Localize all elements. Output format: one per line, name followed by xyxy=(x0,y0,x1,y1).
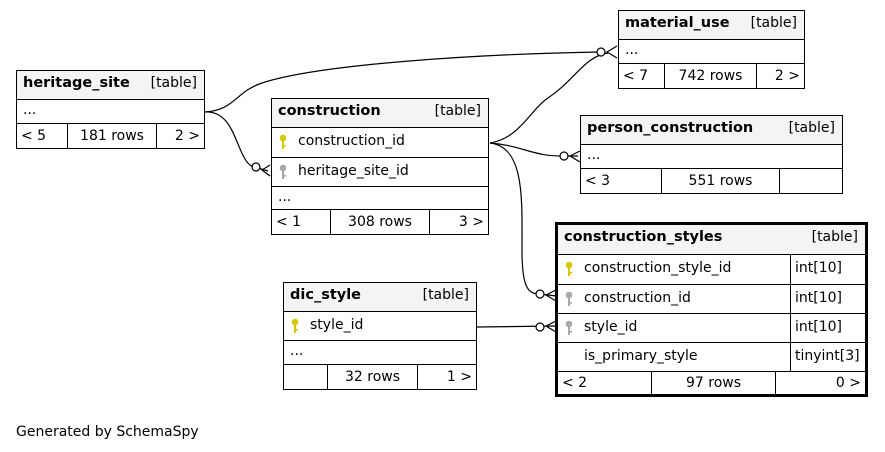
edge-endpoint-circle xyxy=(535,322,545,332)
row-count: 181 rows xyxy=(68,124,157,148)
parents-link[interactable]: < 1 xyxy=(272,210,331,234)
column-type: int[10] xyxy=(790,285,865,313)
table-name: material_use xyxy=(625,15,730,31)
edge-construction-material_use xyxy=(489,52,609,144)
table-kind: [table] xyxy=(788,120,835,136)
table-name: person_construction xyxy=(587,120,754,136)
more-columns-row: ... xyxy=(284,341,476,365)
row-count: 308 rows xyxy=(331,210,430,234)
edge-endpoint-circle xyxy=(535,289,545,299)
table-material-use[interactable]: material_use [table] ... < 7 742 rows 2 … xyxy=(618,10,805,89)
table-dic-style[interactable]: dic_style [table] style_id ... 32 rows 1… xyxy=(283,282,477,390)
parents-link[interactable]: < 2 xyxy=(558,372,652,394)
primary-key-icon xyxy=(279,134,287,149)
foreign-key-icon xyxy=(565,291,573,306)
table-kind: [table] xyxy=(811,229,858,245)
table-header: construction_styles [table] xyxy=(558,225,865,255)
more-columns-row: ... xyxy=(619,40,804,64)
table-kind: [table] xyxy=(750,15,797,31)
table-header: construction [table] xyxy=(272,99,488,128)
crow-foot xyxy=(544,320,557,333)
edge-construction-construction_styles xyxy=(489,142,557,297)
crow-foot xyxy=(568,150,581,163)
more-columns: ... xyxy=(23,102,37,118)
more-columns: ... xyxy=(625,42,639,58)
children-link[interactable]: 3 > xyxy=(458,214,484,230)
column-type: int[10] xyxy=(790,314,865,342)
children-link[interactable]: 2 > xyxy=(174,128,200,144)
children-link[interactable]: 0 > xyxy=(835,375,861,391)
parents-link[interactable]: < 3 xyxy=(581,169,662,193)
crow-foot xyxy=(260,164,271,177)
more-columns-row: ... xyxy=(581,145,842,169)
column-row[interactable]: construction_style_id int[10] xyxy=(558,255,865,285)
stats-row: < 1 308 rows 3 > xyxy=(272,210,488,234)
column-row[interactable]: construction_id xyxy=(272,128,488,158)
stats-row: 32 rows 1 > xyxy=(284,365,476,389)
column-row[interactable]: construction_id int[10] xyxy=(558,285,865,314)
edge-endpoint-circle xyxy=(559,151,569,161)
column-row[interactable]: style_id int[10] xyxy=(558,314,865,343)
column-name: heritage_site_id xyxy=(298,163,409,179)
crow-foot xyxy=(544,289,557,302)
column-name: construction_style_id xyxy=(584,260,732,276)
parents-link[interactable]: < 5 xyxy=(17,124,68,148)
table-person-construction[interactable]: person_construction [table] ... < 3 551 … xyxy=(580,115,843,194)
more-columns: ... xyxy=(290,343,304,359)
table-name: heritage_site xyxy=(23,75,130,91)
stats-row: < 3 551 rows xyxy=(581,169,842,193)
row-count: 97 rows xyxy=(652,372,776,394)
table-construction-styles[interactable]: construction_styles [table] construction… xyxy=(555,222,868,397)
generated-by-footer: Generated by SchemaSpy xyxy=(16,424,199,440)
primary-key-icon xyxy=(291,318,299,333)
crow-foot xyxy=(605,45,618,59)
more-columns: ... xyxy=(587,147,601,163)
table-header: material_use [table] xyxy=(619,11,804,40)
column-row[interactable]: heritage_site_id xyxy=(272,158,488,187)
column-row[interactable]: style_id xyxy=(284,312,476,341)
column-name: style_id xyxy=(310,317,364,333)
table-header: dic_style [table] xyxy=(284,283,476,312)
more-columns: ... xyxy=(278,189,292,205)
column-name: construction_id xyxy=(584,290,691,306)
edge-endpoint-circle xyxy=(251,162,261,172)
table-name: dic_style xyxy=(290,287,362,303)
more-columns-row: ... xyxy=(17,100,204,124)
table-name: construction xyxy=(278,103,381,119)
column-name: style_id xyxy=(584,319,638,335)
table-header: person_construction [table] xyxy=(581,116,842,145)
foreign-key-icon xyxy=(279,164,287,179)
table-header: heritage_site [table] xyxy=(17,71,204,100)
table-heritage-site[interactable]: heritage_site [table] ... < 5 181 rows 2… xyxy=(16,70,205,149)
foreign-key-icon xyxy=(565,320,573,335)
children-link[interactable] xyxy=(780,169,842,193)
edge-heritage_site-construction xyxy=(204,111,269,172)
more-columns-row: ... xyxy=(272,187,488,210)
row-count: 551 rows xyxy=(662,169,780,193)
table-kind: [table] xyxy=(150,75,197,91)
row-count: 32 rows xyxy=(328,365,418,389)
edge-endpoint-circle xyxy=(596,47,606,57)
column-type: int[10] xyxy=(790,255,865,284)
stats-row: < 5 181 rows 2 > xyxy=(17,124,204,148)
table-name: construction_styles xyxy=(564,229,723,245)
children-link[interactable]: 2 > xyxy=(774,68,800,84)
row-count: 742 rows xyxy=(665,64,757,88)
primary-key-icon xyxy=(565,261,573,276)
column-name: is_primary_style xyxy=(584,348,698,364)
column-name: construction_id xyxy=(298,133,405,149)
column-row[interactable]: is_primary_style tinyint[3] xyxy=(558,343,865,372)
column-type: tinyint[3] xyxy=(790,343,865,371)
children-link[interactable]: 1 > xyxy=(446,369,472,385)
table-construction[interactable]: construction [table] construction_id her… xyxy=(271,98,489,235)
table-kind: [table] xyxy=(434,103,481,119)
table-kind: [table] xyxy=(422,287,469,303)
parents-link[interactable]: < 7 xyxy=(619,64,665,88)
edge-heritage_site-material_use xyxy=(204,51,601,113)
stats-row: < 2 97 rows 0 > xyxy=(558,372,865,394)
parents-link[interactable] xyxy=(284,365,328,389)
stats-row: < 7 742 rows 2 > xyxy=(619,64,804,88)
